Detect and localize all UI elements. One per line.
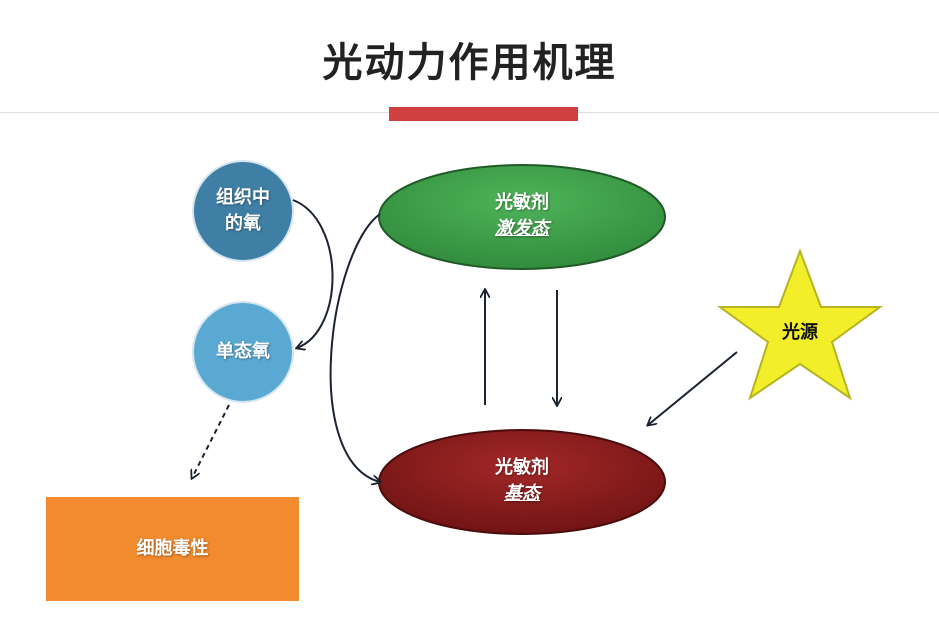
cytotoxicity-label: 细胞毒性	[136, 538, 209, 559]
excited-line1: 光敏剂	[495, 192, 549, 213]
ground-line1: 光敏剂	[495, 457, 549, 478]
excited-line2: 激发态	[495, 218, 549, 239]
oxygen-in-tissue-label: 组织中 的氧	[193, 185, 293, 237]
oxygen-in-tissue-node	[192, 160, 294, 262]
oxygen-line2: 的氧	[225, 213, 261, 234]
light-source-label: 光源	[782, 322, 818, 343]
oxygen-line1: 组织中	[216, 187, 270, 208]
light-to-ground-arrow	[648, 351, 738, 425]
light-source-star	[716, 248, 884, 401]
excited-to-ground-curve-arrow	[329, 213, 380, 482]
singlet-oxygen-node	[192, 301, 294, 403]
title-accent-bar	[389, 107, 578, 121]
singlet-to-cytotoxicity-dashed-arrow	[192, 404, 230, 478]
oxygen-to-singlet-arrow	[292, 199, 334, 348]
ground-state-label: 光敏剂 基态	[422, 455, 622, 507]
singlet-oxygen-label: 单态氧	[216, 341, 270, 362]
cytotoxicity-box	[46, 497, 299, 601]
excited-state-label: 光敏剂 激发态	[422, 190, 622, 242]
photosensitizer-excited-state-node	[378, 164, 666, 270]
ground-line2: 基态	[504, 483, 540, 504]
page-title: 光动力作用机理	[322, 40, 617, 86]
